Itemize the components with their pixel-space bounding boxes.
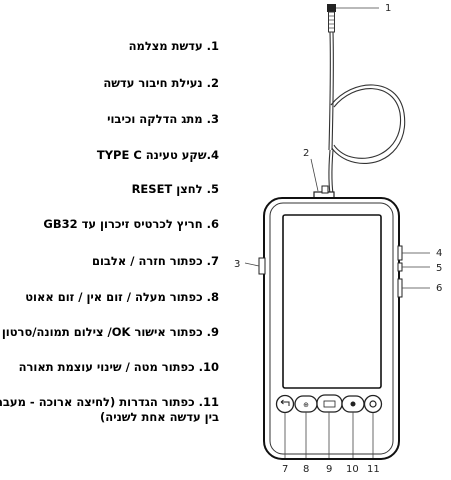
screen [282,214,382,389]
ok-photo-icon [316,394,343,413]
callout-9: 9 [326,464,332,475]
reset-button [397,262,403,272]
legend-item-1: 1. עדשת מצלמה [128,39,219,53]
callout-1: 1 [385,3,391,14]
svg-text:⊕: ⊕ [303,401,309,409]
front-buttons: ⊕ [275,394,383,414]
settings-icon [363,394,383,414]
legend-item-8: 8. כפתור מעלה / זום אין / זום אאוט [25,290,219,304]
legend-item-5: 5. לחצן RESET [131,182,219,196]
callout-6: 6 [436,283,442,294]
callout-5: 5 [436,263,442,274]
legend-item-11-cont: בין עדשה אחת לשניה) [100,410,219,424]
camera-lens [327,4,336,33]
callout-3: 3 [234,259,240,270]
legend-item-7: 7. כפתור חזרה / אלבום [91,254,219,268]
zoom-icon: ⊕ [294,395,318,413]
legend-item-4: 4.שקע טעינה TYPE C [96,148,219,162]
type-c-port [397,245,403,261]
legend-item-2: 2. נעילת חיבור עדשה [103,76,219,90]
callout-11: 11 [367,464,380,475]
callout-4: 4 [436,248,442,259]
callout-8: 8 [303,464,309,475]
legend-item-9: 9. כפתור אישור OK/ צילום תמונה/סרטון [1,325,219,339]
legend-item-10: 10. כפתור מטה / שינוי עוצמת תאורה [18,360,219,374]
callout-10: 10 [346,464,359,475]
back-arrow-icon [275,394,295,414]
device-body [258,197,403,460]
power-switch [258,257,266,275]
callout-2: 2 [303,148,309,159]
leader-lines [244,7,430,458]
legend-item-11: 11. כפתור הגדרות (לחיצה ארוכה - מעבר [0,395,219,409]
legend-item-3: 3. מתג הדלקה וכיבוי [107,112,219,126]
callout-7: 7 [282,464,288,475]
probe-cable [328,31,406,201]
callout-numbers: 1 2 3 4 5 6 7 8 9 10 11 [234,3,442,475]
light-icon [341,395,365,413]
legend-item-6: 6. חריץ לכרטיס זיכרון עד GB32 [43,217,219,231]
sd-slot [397,278,403,298]
